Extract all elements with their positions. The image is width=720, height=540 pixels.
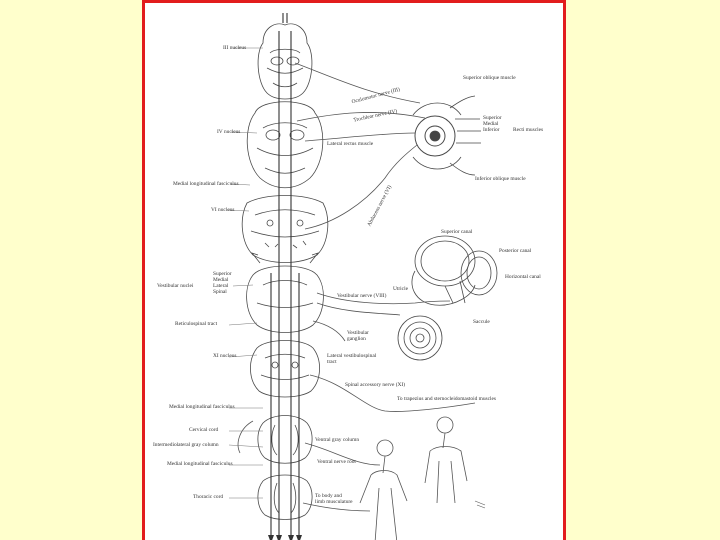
body-musculature-label: To body and limb musculature (315, 493, 353, 505)
label-iii-nucleus: III nucleus (223, 45, 247, 51)
label-vestibular-ganglion-1: Vestibular (347, 330, 369, 336)
lateral-vestibulospinal-label: Lateral vestibulospinal tract (327, 353, 376, 365)
label-vestibular-nuclei: Vestibular nuclei (157, 283, 194, 289)
cervical-cord-section (257, 415, 313, 464)
label-horizontal-canal: Horizontal canal (505, 274, 541, 280)
label-lat-vestibulospinal-2: tract (327, 359, 337, 365)
label-superior-canal: Superior canal (441, 229, 473, 235)
label-saccule: Saccule (473, 319, 490, 325)
label-posterior-canal: Posterior canal (499, 248, 532, 254)
label-recti-medial: Medial (483, 121, 499, 127)
thoracic-cord-section (257, 474, 313, 520)
medulla-section (246, 252, 324, 333)
label-cervical-cord: Cervical cord (189, 427, 219, 433)
motor-nerve-paths (237, 374, 476, 512)
label-lateral: Lateral (213, 283, 229, 289)
label-utricle: Utricle (393, 286, 408, 292)
label-medial: Medial (213, 277, 229, 283)
label-thoracic-cord: Thoracic cord (193, 494, 224, 500)
recti-list: Superior Medial Inferior (483, 115, 502, 133)
label-mlf-upper: Medial longitudinal fasciculus (173, 181, 239, 187)
vestibular-nerve-path (312, 292, 451, 342)
label-iv-nucleus: IV nucleus (217, 129, 241, 135)
mlf-tracts (270, 13, 300, 540)
label-mlf-middle: Medial longitudinal fasciculus (169, 404, 235, 410)
pons-section (246, 101, 324, 189)
label-body-2: limb musculature (315, 499, 353, 505)
label-body-1: To body and (315, 493, 342, 499)
lower-medulla-section (250, 340, 320, 398)
inner-ear-illustration (411, 235, 498, 306)
label-superior-oblique: Superior oblique muscle (463, 75, 516, 81)
human-figure-side (359, 439, 408, 540)
label-vestibular-nerve: Vestibular nerve (VIII) (337, 293, 387, 299)
label-recti-inferior: Inferior (483, 127, 500, 133)
label-superior: Superior (213, 271, 232, 277)
vestibular-nuclei-list: Superior Medial Lateral Spinal (213, 271, 232, 295)
label-ventral-gray-column: Ventral gray column (315, 437, 360, 443)
diagram-frame: III nucleus IV nucleus Medial longitudin… (142, 0, 566, 540)
vestibular-pathway-illustration (226, 13, 498, 540)
cranial-nerve-paths (294, 62, 426, 230)
label-intermediolateral: Intermediolateral gray column (153, 442, 219, 448)
label-lateral-rectus: Lateral rectus muscle (327, 141, 374, 147)
label-recti-superior: Superior (483, 115, 502, 121)
cochlea-illustration (397, 315, 443, 361)
label-xi-nucleus: XI nucleus (213, 353, 237, 359)
leader-lines-left (226, 47, 264, 499)
eye-illustration (412, 95, 481, 176)
label-ventral-nerve-root: Ventral nerve root (317, 459, 356, 465)
label-reticulospinal-tract: Reticulospinal tract (175, 321, 218, 327)
label-spinal: Spinal (213, 289, 227, 295)
label-vestibular-ganglion-2: ganglion (347, 336, 366, 342)
label-mlf-lower: Medial longitudinal fasciculus (167, 461, 233, 467)
label-recti-muscles: Recti muscles (513, 127, 544, 133)
label-inferior-oblique: Inferior oblique muscle (475, 176, 526, 182)
human-figure-front (424, 416, 468, 504)
pons-lower-section (241, 195, 329, 263)
midbrain-section (257, 23, 313, 100)
vestibular-ganglion-label: Vestibular ganglion (347, 330, 369, 342)
label-lat-vestibulospinal-1: Lateral vestibulospinal (327, 353, 377, 359)
label-trapezius: To trapezius and sternocleidomastoid mus… (397, 396, 497, 402)
label-vi-nucleus: VI nucleus (211, 207, 235, 213)
label-spinal-accessory: Spinal accessory nerve (XI) (345, 382, 406, 388)
